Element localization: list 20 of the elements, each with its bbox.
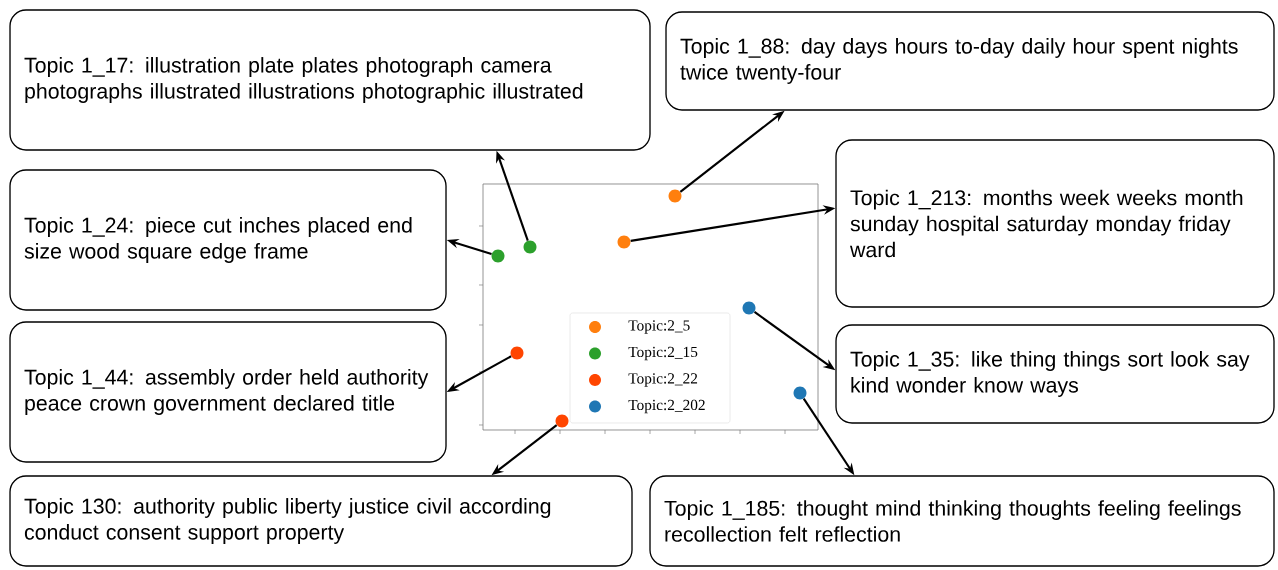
topic-box: Topic 1_44: assembly order held authority peace crown government declared title (9, 321, 447, 463)
legend-label: Topic:2_15 (628, 346, 698, 361)
data-point (742, 301, 756, 315)
data-point (555, 414, 569, 428)
topic-box: Topic 1_213: months week weeks month sunday hospital saturday monday friday ward (835, 139, 1275, 308)
data-point (793, 386, 807, 400)
topic-box: Topic 1_35: like thing things sort look say kind wonder know ways (835, 324, 1275, 424)
legend-label: Topic:2_202 (628, 399, 705, 414)
topic-box: Topic 1_17: illustration plate plates photograph camera photographs illustrated illustrations photographic illustrated (9, 9, 651, 151)
data-point (523, 240, 537, 254)
topic-box: Topic 1_185: thought mind thinking thoughts feeling feelings recollection felt reflection (649, 475, 1275, 567)
topic-box: Topic 1_88: day days hours to-day daily hour spent nights twice twenty-four (665, 11, 1275, 111)
legend-label: Topic:2_22 (628, 373, 698, 387)
data-point (491, 249, 505, 263)
data-point (617, 235, 631, 249)
data-point (510, 346, 524, 360)
topic-box: Topic 1_24: piece cut inches placed end size wood square edge frame (9, 169, 447, 311)
data-point (668, 189, 682, 203)
legend-label: Topic:2_5 (628, 320, 690, 334)
topic-box: Topic 130: authority public liberty justice civil according conduct consent support property (9, 475, 633, 567)
